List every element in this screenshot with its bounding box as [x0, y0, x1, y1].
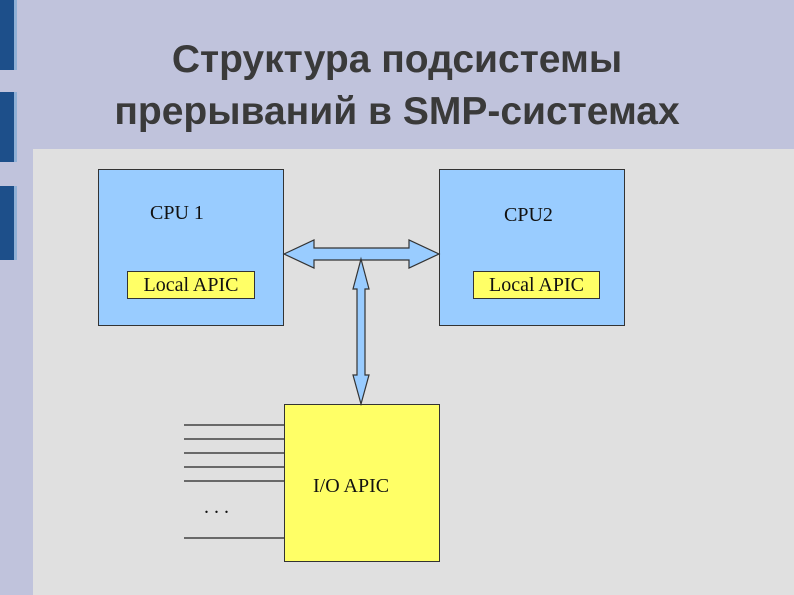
cpu2-local-apic: Local APIC — [473, 271, 600, 299]
cpu2-box: CPU2 Local APIC — [439, 169, 625, 326]
cpu1-local-apic: Local APIC — [127, 271, 255, 299]
cpu1-box: CPU 1 Local APIC — [98, 169, 284, 326]
io-apic-label: I/O APIC — [313, 475, 390, 497]
slide-title-line2: прерываний в SMP-системах — [114, 90, 680, 133]
accent-bar-1 — [0, 0, 17, 70]
io-bus-arrow — [352, 256, 370, 407]
slide-title: Структура подсистемы прерываний в SMP-си… — [0, 34, 794, 138]
accent-bar-2 — [0, 92, 17, 162]
interrupt-lines — [184, 424, 284, 539]
irq-ellipsis: . . . — [204, 496, 229, 518]
slide-title-line1: Структура подсистемы — [171, 38, 623, 81]
cpu2-label: CPU2 — [504, 204, 553, 226]
cpu-bus-arrow — [282, 239, 441, 269]
cpu1-label: CPU 1 — [150, 202, 204, 224]
io-apic-box: I/O APIC — [284, 404, 440, 562]
accent-bar-3 — [0, 186, 17, 260]
